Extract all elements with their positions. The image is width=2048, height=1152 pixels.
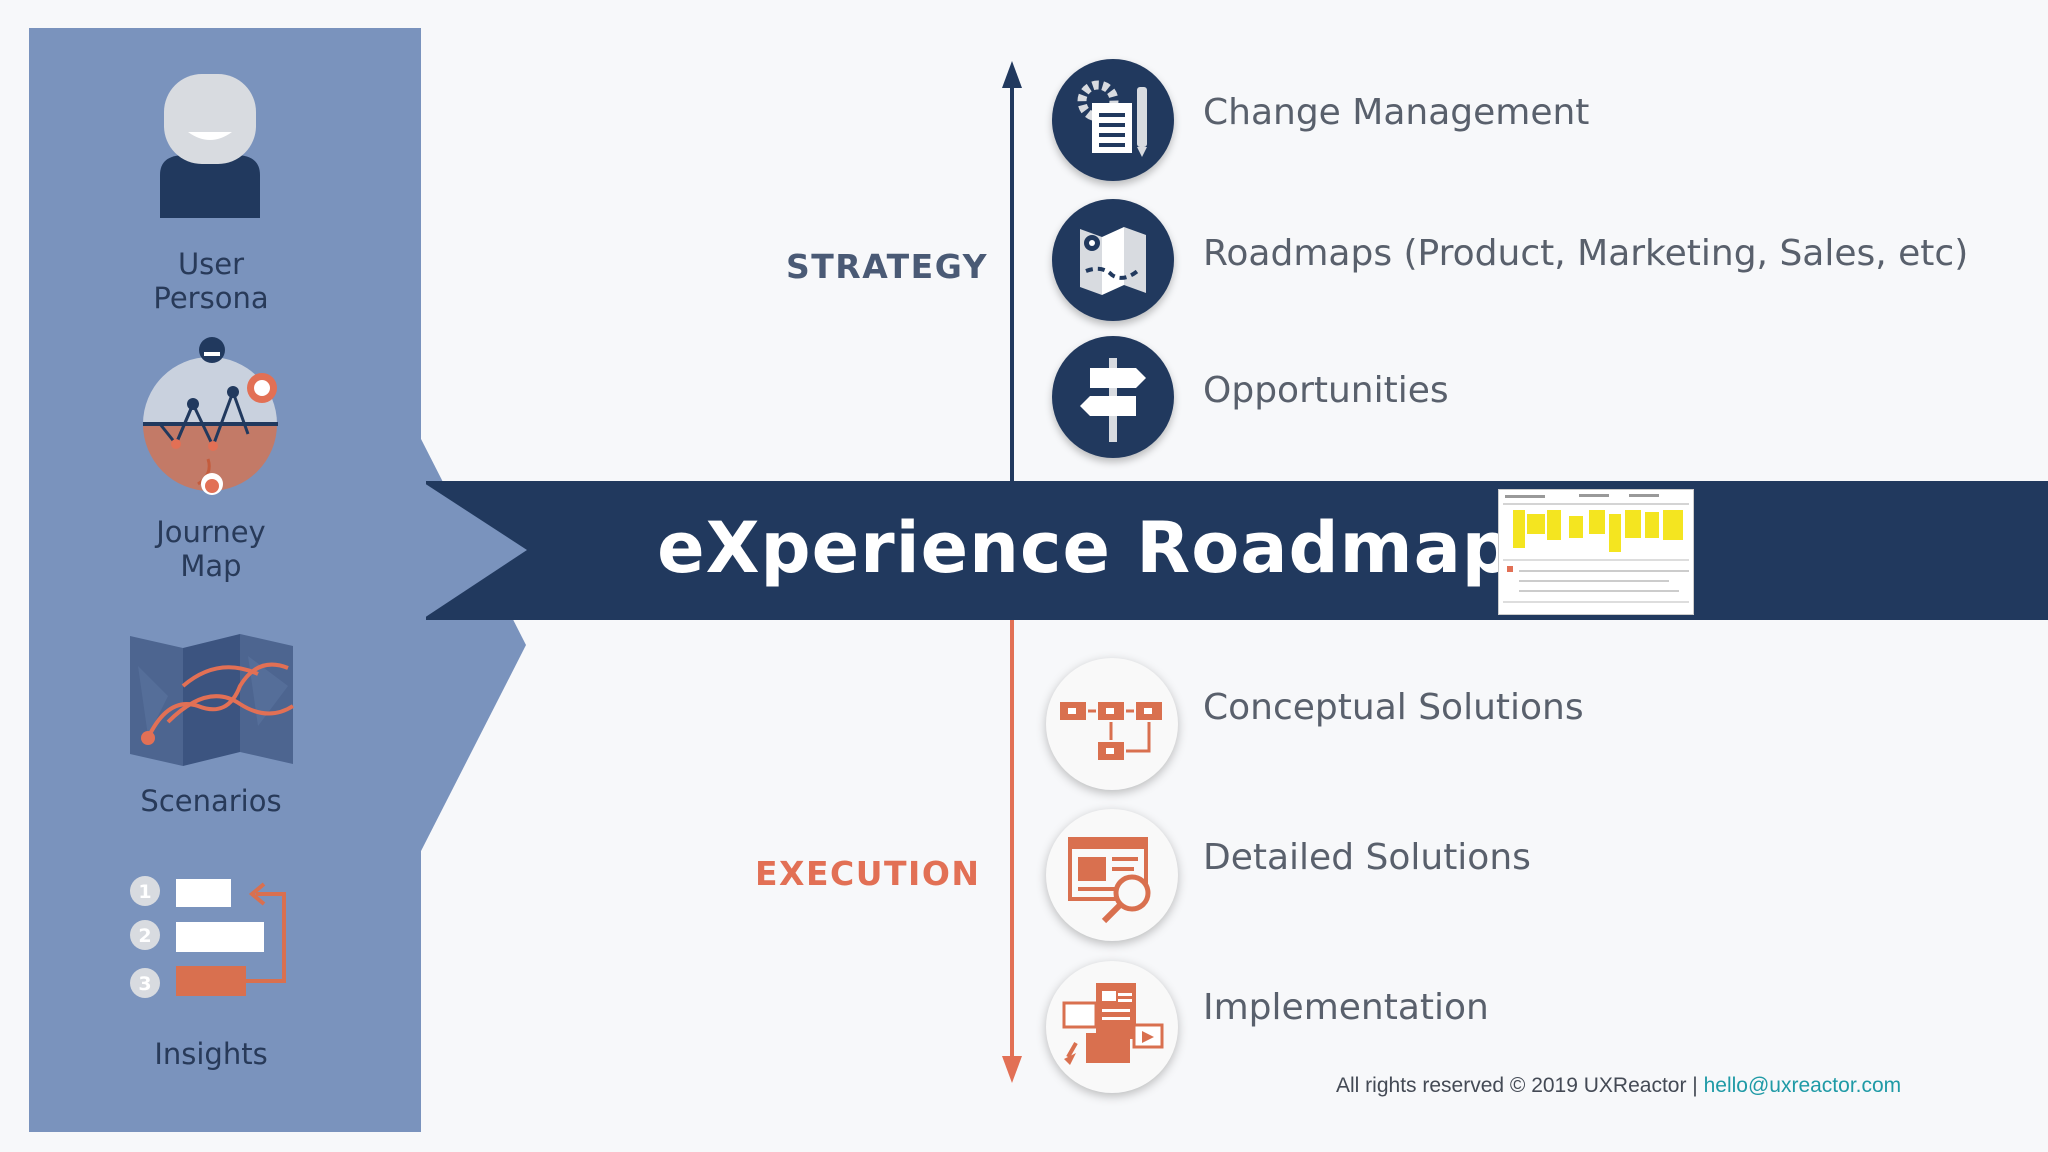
execution-item-icon-1	[1046, 658, 1178, 790]
strategy-item-icon-3	[1052, 336, 1174, 458]
journey-map-icon	[143, 337, 278, 495]
execution-item-label-3: Implementation	[1203, 987, 1489, 1028]
roadmap-band	[426, 481, 2048, 620]
sidebar-label-journey-map: Journey Map	[156, 515, 266, 583]
gear-document-icon	[1077, 80, 1147, 157]
footer: All rights reserved © 2019 UXReactor | h…	[1336, 1074, 1901, 1098]
roadmap-thumbnail	[1498, 489, 1694, 615]
insights-step-1: 1	[138, 881, 151, 903]
strategy-arrow	[1002, 61, 1022, 482]
implementation-icon	[1062, 983, 1164, 1065]
copyright-text: All rights reserved © 2019 UXReactor |	[1336, 1074, 1698, 1097]
execution-label: EXECUTION	[755, 854, 981, 893]
insights-step-2: 2	[138, 925, 151, 947]
signpost-icon	[1080, 358, 1146, 442]
execution-item-icon-2	[1046, 809, 1178, 941]
insights-list-icon: 1 2 3	[130, 876, 286, 998]
strategy-item-label-2: Roadmaps (Product, Marketing, Sales, etc…	[1203, 233, 1969, 274]
strategy-item-icon-2	[1052, 199, 1174, 321]
flowchart-icon	[1060, 702, 1162, 760]
magnified-layout-icon	[1068, 837, 1151, 924]
sidebar-label-user-persona: User Persona	[153, 247, 269, 315]
execution-item-label-1: Conceptual Solutions	[1203, 687, 1584, 728]
sidebar-label-insights: Insights	[154, 1037, 268, 1071]
scenarios-map-icon	[130, 634, 295, 766]
execution-item-icon-3	[1046, 961, 1178, 1093]
sidebar-label-scenarios: Scenarios	[140, 784, 282, 818]
strategy-item-icon-1	[1052, 59, 1174, 181]
map-icon	[1080, 227, 1146, 295]
execution-arrow	[1002, 620, 1022, 1083]
roadmap-title: eXperience Roadmap	[657, 507, 1513, 589]
user-persona-icon	[160, 74, 260, 218]
strategy-item-label-3: Opportunities	[1203, 370, 1449, 411]
contact-email-link[interactable]: hello@uxreactor.com	[1703, 1074, 1902, 1097]
insights-step-3: 3	[138, 973, 151, 995]
execution-item-label-2: Detailed Solutions	[1203, 837, 1531, 878]
strategy-label: STRATEGY	[786, 247, 988, 286]
strategy-item-label-1: Change Management	[1203, 92, 1590, 133]
band-notch	[421, 481, 527, 620]
